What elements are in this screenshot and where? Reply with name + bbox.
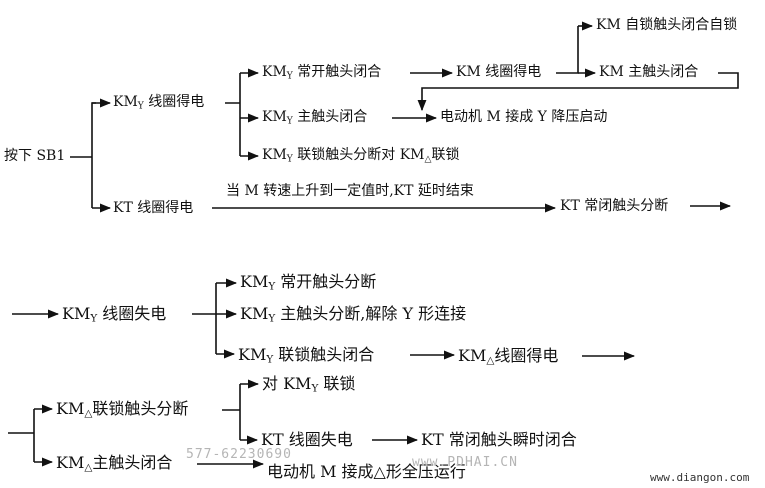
km-y-main-contact-open: KMY 主触头分断,解除 Y 形连接 <box>240 304 467 325</box>
speed-reached-note: 当 M 转速上升到一定值时,KT 延时结束 <box>226 183 474 199</box>
km-y-coil-off: KMY 线圈失电 <box>62 304 167 325</box>
km-y-coil-on: KMY 线圈得电 <box>113 94 205 112</box>
kt-nc-contact-open: KT 常闭触头分断 <box>560 198 669 214</box>
motor-y-reduced-start: 电动机 M 接成 Y 降压启动 <box>440 109 608 125</box>
km-main-loop <box>417 72 739 112</box>
kt-coil-off: KT 线圈失电 <box>261 430 353 449</box>
km-y-interlock-close: KMY 联锁触头闭合 <box>238 345 375 366</box>
km-y-coil-fanout <box>225 73 241 156</box>
watermark-phone: 577-62230690 <box>186 447 292 462</box>
km-y-no-contact-open: KMY 常开触头分断 <box>240 272 377 293</box>
interlock-on-km-y: 对 KMY 联锁 <box>262 374 356 395</box>
credit-site: www.diangon.com <box>650 471 750 484</box>
km-d-interlock-fanout <box>222 384 241 440</box>
km-delta-interlock-open: KM△联锁触头分断 <box>56 399 189 420</box>
motor-delta-full-run: 电动机 M 接成△形全压运行 <box>267 462 466 481</box>
km-coil-on: KM 线圈得电 <box>456 64 542 80</box>
lower-split-line <box>8 409 35 462</box>
kt-nc-contact-instant-close: KT 常闭触头瞬时闭合 <box>421 430 577 449</box>
km-y-interlock-open: KMY 联锁触头分断对 KM△联锁 <box>262 147 460 165</box>
km-y-main-contact-close: KMY 主触头闭合 <box>262 109 368 127</box>
km-delta-coil-on: KM△线圈得电 <box>458 346 559 367</box>
km-y-no-contact-close: KMY 常开触头闭合 <box>262 64 382 82</box>
watermark-site: www.PDHAI.CN <box>412 455 518 470</box>
km-delta-main-contact-close: KM△主触头闭合 <box>56 453 173 474</box>
km-main-contact-close: KM 主触头闭合 <box>599 64 699 80</box>
km-self-lock-close: KM 自锁触头闭合自锁 <box>596 17 738 33</box>
km-coil-fanout <box>556 26 579 74</box>
km-y-coil-off-fanout <box>192 283 217 354</box>
start-branch-line <box>70 102 96 208</box>
start-press-sb1: 按下 SB1 <box>4 148 66 164</box>
kt-coil-on: KT 线圈得电 <box>113 200 194 216</box>
